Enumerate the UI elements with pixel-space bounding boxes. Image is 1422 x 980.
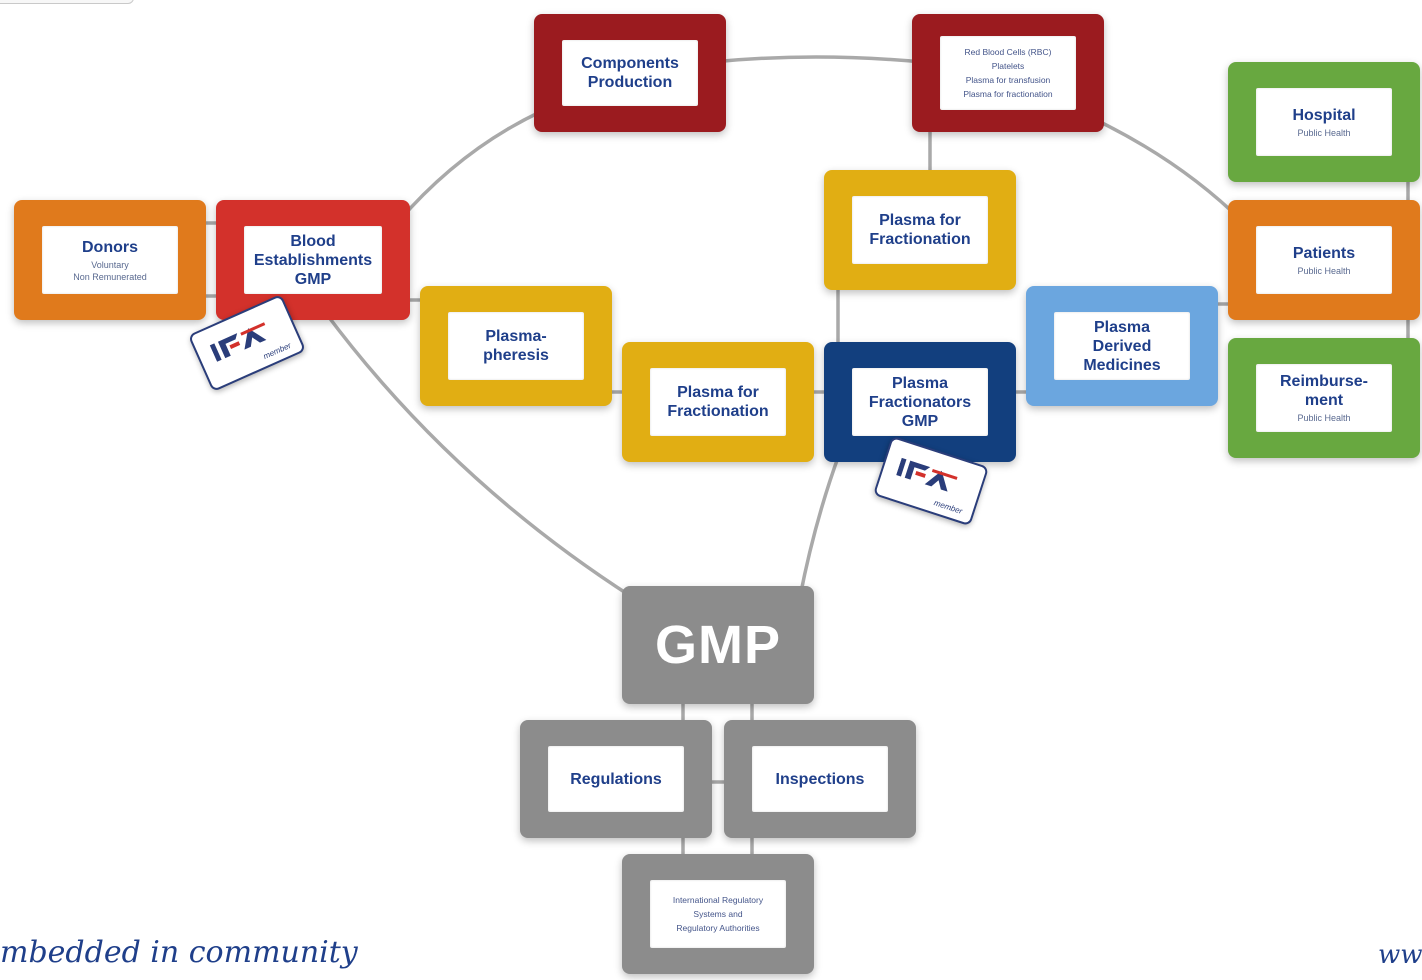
hospital-subtitle: Public Health <box>1297 127 1351 138</box>
reimbursement-subtitle: Public Health <box>1297 413 1351 423</box>
donors-title: Donors <box>82 238 138 256</box>
url-text: www <box>1378 940 1422 970</box>
blood-establishments-node: Blood Establishments GMP <box>216 200 410 320</box>
plasma-derived-medicines-node: Plasma Derived Medicines <box>1026 286 1218 406</box>
patients-subtitle: Public Health <box>1297 265 1351 276</box>
components-list-node: Red Blood Cells (RBC) Platelets Plasma f… <box>912 14 1104 132</box>
regulations-title: Regulations <box>570 770 662 788</box>
badge-tag-right: member <box>932 498 964 516</box>
inspections-node: Inspections <box>724 720 916 838</box>
ipfa-member-badge-left: member <box>187 293 307 393</box>
hospital-title: Hospital <box>1292 106 1356 124</box>
plasma-fractionators-node: Plasma Fractionators GMP <box>824 342 1016 462</box>
link-components-list <box>710 55 924 64</box>
donors-subtitle: Voluntary Non Remunerated <box>73 259 147 282</box>
components-list-text: Red Blood Cells (RBC) Platelets Plasma f… <box>963 47 1053 99</box>
reimbursement-node: Reimburse- ment Public Health <box>1228 338 1420 458</box>
link-blood-components <box>396 110 542 224</box>
tagline-text: mbedded in community <box>0 935 358 970</box>
blood-establishments-title: Blood Establishments GMP <box>253 232 373 288</box>
ipfa-logo <box>209 322 267 362</box>
plasma-fractionators-title: Plasma Fractionators GMP <box>868 374 972 430</box>
plasmapheresis-title: Plasma- pheresis <box>483 328 549 364</box>
ipfa-member-badge-right: member <box>872 435 990 527</box>
reimbursement-title: Reimburse- ment <box>1279 373 1369 409</box>
link-list-patients <box>1090 116 1245 224</box>
plasma-for-fractionation-mid-title: Plasma for Fractionation <box>667 384 769 420</box>
international-regulatory-text: International Regulatory Systems and Reg… <box>672 895 764 933</box>
link-blood-gmp <box>323 310 634 599</box>
plasmapheresis-node: Plasma- pheresis <box>420 286 612 406</box>
hospital-node: Hospital Public Health <box>1228 62 1420 182</box>
components-production-node: Components Production <box>534 14 726 132</box>
plasma-for-fractionation-top-title: Plasma for Fractionation <box>869 212 971 248</box>
plasma-for-fractionation-top-node: Plasma for Fractionation <box>824 170 1016 290</box>
components-production-title: Components Production <box>581 55 679 91</box>
patients-title: Patients <box>1292 244 1356 262</box>
inspections-title: Inspections <box>775 770 865 788</box>
donors-node: Donors Voluntary Non Remunerated <box>14 200 206 320</box>
plasma-derived-medicines-title: Plasma Derived Medicines <box>1083 318 1161 374</box>
plasma-for-fractionation-mid-node: Plasma for Fractionation <box>622 342 814 462</box>
gmp-title: GMP <box>654 615 781 675</box>
ipfa-logo <box>896 457 958 492</box>
link-fractionators-gmp <box>798 450 842 599</box>
patients-node: Patients Public Health <box>1228 200 1420 320</box>
international-regulatory-node: International Regulatory Systems and Reg… <box>622 854 814 974</box>
gmp-node: GMP <box>622 586 814 704</box>
regulations-node: Regulations <box>520 720 712 838</box>
